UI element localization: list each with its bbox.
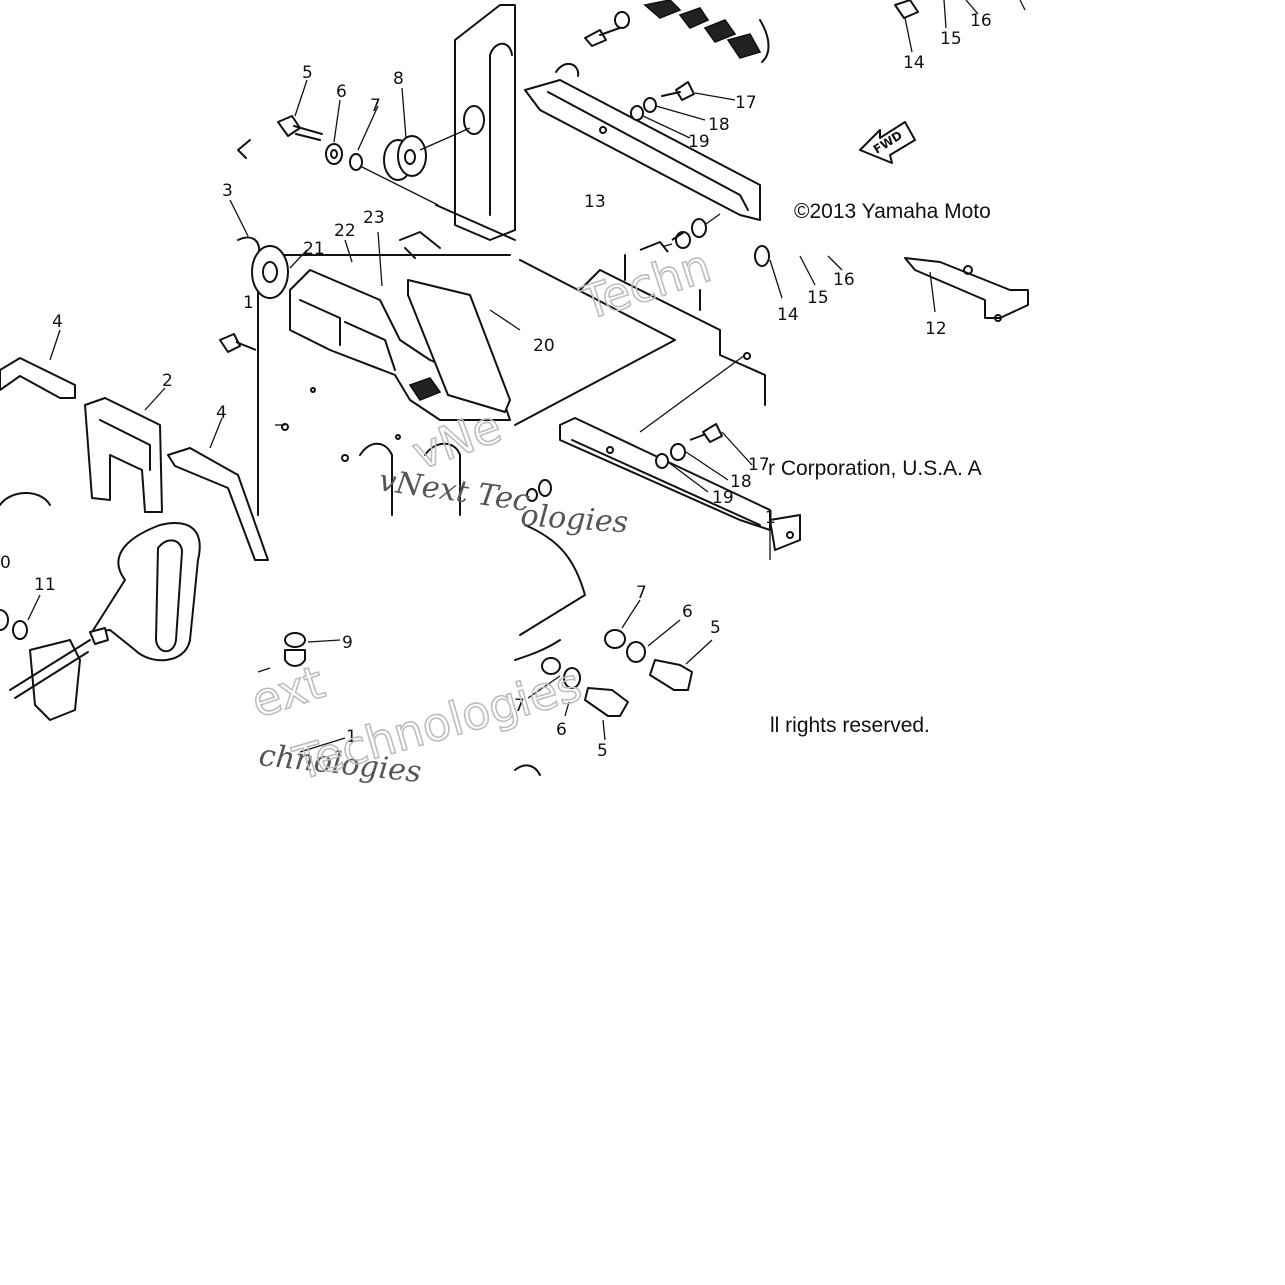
callout-labels: 5 6 7 8 3 22 23 21 1 4 2 4 20 13 17 18 1… xyxy=(0,11,992,761)
diagram-tile-center xyxy=(251,231,676,516)
diagram-tile-middle-left xyxy=(0,236,285,561)
callout-15: 15 xyxy=(940,29,962,49)
callout-16: 16 xyxy=(970,11,992,31)
callout-1: 1 xyxy=(243,293,254,313)
diagram-tile-bottom-left xyxy=(0,522,201,721)
callout-4: 4 xyxy=(216,403,227,423)
callout-19: 19 xyxy=(712,488,734,508)
callout-5: 5 xyxy=(710,618,721,638)
callout-19: 19 xyxy=(688,132,710,152)
callout-3: 3 xyxy=(222,181,233,201)
callout-4: 4 xyxy=(52,312,63,332)
callout-22: 22 xyxy=(334,221,356,241)
callout-2: 2 xyxy=(162,371,173,391)
callout-17: 17 xyxy=(748,455,770,475)
callout-16: 16 xyxy=(833,270,855,290)
callout-6: 6 xyxy=(556,720,567,740)
diagram-tile-center-right xyxy=(526,231,1029,551)
copyright-text-1: ©2013 Yamaha Moto xyxy=(794,200,991,223)
watermark-text: Technologies xyxy=(287,657,587,791)
watermark-text: ologies xyxy=(519,498,629,540)
callout-5: 5 xyxy=(302,63,313,83)
callout-9: 9 xyxy=(342,633,353,653)
callout-12: 12 xyxy=(925,319,947,339)
callout-6: 6 xyxy=(682,602,693,622)
diagram-tile-bottom-right xyxy=(514,520,771,776)
copyright-text-3: ll rights reserved. xyxy=(770,714,930,737)
callout-20: 20 xyxy=(533,336,555,356)
callout-15: 15 xyxy=(807,288,829,308)
callout-18: 18 xyxy=(730,472,752,492)
watermark-text: vNext Tec xyxy=(377,463,532,519)
callout-1: 1 xyxy=(346,727,357,747)
watermark-text: vNe xyxy=(405,399,508,481)
callout-21: 21 xyxy=(303,239,325,259)
diagram-tile-top-middle xyxy=(229,4,516,241)
callout-7: 7 xyxy=(370,96,381,116)
callout-1: 1 xyxy=(765,508,776,528)
callout-11: 11 xyxy=(34,575,56,595)
callout-6: 6 xyxy=(336,82,347,102)
callout-14: 14 xyxy=(903,53,925,73)
callout-23: 23 xyxy=(363,208,385,228)
callout-7: 7 xyxy=(636,583,647,603)
watermark-text: ext xyxy=(245,655,331,729)
callout-0: 0 xyxy=(0,553,11,573)
callout-8: 8 xyxy=(393,69,404,89)
callout-17: 17 xyxy=(735,93,757,113)
diagram-tile-top-right xyxy=(524,0,1026,249)
callout-13: 13 xyxy=(584,192,606,212)
callout-18: 18 xyxy=(708,115,730,135)
diagram-tile-bottom-center xyxy=(257,632,346,753)
copyright-text-2: r Corporation, U.S.A. A xyxy=(768,457,982,480)
callout-5: 5 xyxy=(597,741,608,761)
callout-14: 14 xyxy=(777,305,799,325)
callout-7: 7 xyxy=(514,696,525,716)
